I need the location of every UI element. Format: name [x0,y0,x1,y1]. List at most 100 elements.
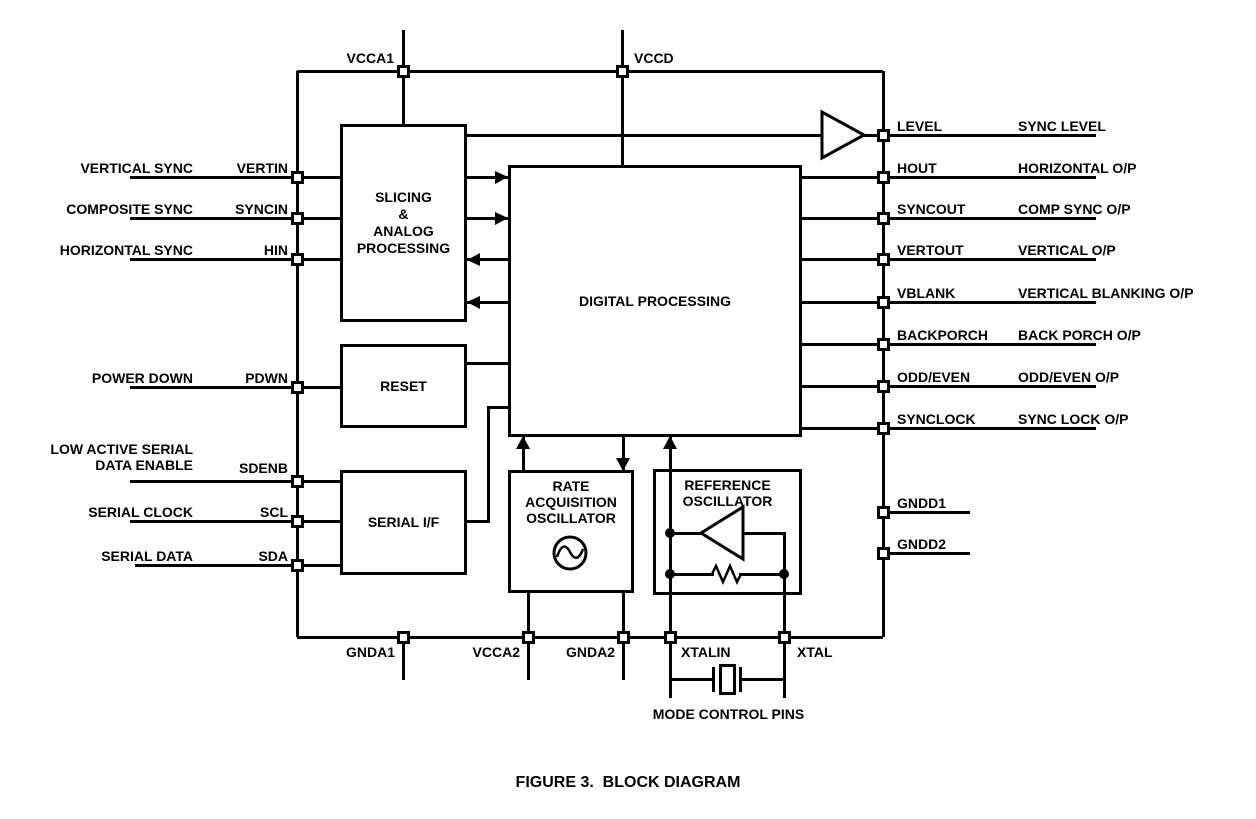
wire-pdwn [130,386,340,389]
pin-syncout [877,212,890,225]
block-label: DIGITAL PROCESSING [579,292,731,309]
wire-buffer-to-pin [858,134,883,137]
pin-label: VCCD [634,50,674,66]
wire-gndd2 [883,552,970,555]
crystal-plate-left [712,667,715,692]
pin-label: SYNCOUT [897,201,966,217]
pin-syncin [291,212,304,225]
wire-reset-out [467,362,508,365]
wire-hout [802,176,1096,179]
wire-backporch [802,343,1096,346]
block-label: RATE ACQUISITION OSCILLATOR [525,478,617,526]
bottom-rail [297,636,883,639]
pin-label: GNDD1 [897,495,947,511]
pin-vertin [291,171,304,184]
pin-hout [877,171,890,184]
pin-label: XTALIN [681,644,731,660]
wire-vccd-drop [621,71,624,167]
wire-amp-output [669,532,703,535]
pin-oddeven [877,380,890,393]
block-label: SERIAL I/F [367,514,440,530]
wire-level-out [883,134,1096,137]
signal-label: BACK PORCH O/P [1018,327,1141,343]
pin-gnda2 [617,631,630,644]
pin-gnda1 [397,631,410,644]
wire-synclock [802,427,1096,430]
wire-serial-out-a [467,520,490,523]
pin-label: SYNCIN [235,201,288,217]
block-serial-if: SERIAL I/F [340,470,467,575]
pin-label: SDENB [238,460,288,476]
pin-xtalin [664,631,677,644]
signal-label: SERIAL CLOCK [88,504,193,520]
pin-scl [291,515,304,528]
signal-label: SYNC LEVEL [1018,118,1106,134]
pin-sda [291,559,304,572]
pin-label: SDA [258,548,288,564]
pin-hin [291,253,304,266]
wire-refosc-xtal [783,532,786,698]
pin-label: VCCA1 [346,50,394,66]
signal-label: HORIZONTAL SYNC [59,242,193,258]
block-slicing-analog-processing: SLICING & ANALOG PROCESSING [340,124,467,322]
block-label: RESET [380,377,427,394]
pin-level [877,129,890,142]
wire-crystal-left-lead [669,678,714,681]
left-rail [296,71,299,637]
wire-slicing-to-digital-2 [467,217,508,220]
pin-xtal [778,631,791,644]
top-power-rail [297,70,883,73]
pin-label: LEVEL [897,118,943,134]
pin-backporch [877,338,890,351]
pin-label: VCCA2 [472,644,520,660]
pin-vcca2 [522,631,535,644]
figure-caption: FIGURE 3. BLOCK DIAGRAM [515,774,741,791]
wire-serial-out-c [488,406,508,409]
mode-control-pins-label: MODE CONTROL PINS [652,706,805,722]
wire-sdenb [130,480,340,483]
wire-amp-input [743,532,786,535]
wire-digital-to-slicing-1 [467,258,508,261]
pin-label: SCL [260,504,288,520]
pin-pdwn [291,381,304,394]
wire-gndd1 [883,511,970,514]
pin-vcca1 [397,65,410,78]
signal-label: ODD/EVEN O/P [1018,369,1120,385]
block-label: REFERENCE OSCILLATOR [682,477,773,509]
pin-vblank [877,296,890,309]
signal-label: VERTICAL SYNC [80,160,193,176]
pin-vccd [616,65,629,78]
wire-syncin [130,217,340,220]
signal-label: LOW ACTIVE SERIAL DATA ENABLE [50,441,193,473]
wire-digital-to-slicing-2 [467,301,508,304]
crystal-plate-right [739,667,742,692]
wire-slicing-to-digital-1 [467,176,508,179]
right-rail [882,71,885,637]
pin-label: VBLANK [897,285,956,301]
crystal-icon [719,664,736,695]
wire-resistor-left [669,573,714,576]
pin-label: ODD/EVEN [897,369,971,385]
wire-oddeven [802,385,1096,388]
wire-vblank [802,301,1096,304]
wire-sda [135,564,340,567]
junction-dot [665,528,675,538]
wire-rate-to-digital [522,437,525,471]
pin-label: PDWN [245,370,288,386]
signal-label: VERTICAL O/P [1018,242,1116,258]
block-digital-processing: DIGITAL PROCESSING [508,165,802,437]
wire-gnda1-stub [402,636,405,680]
wire-scl [130,520,340,523]
pin-label: XTAL [797,644,833,660]
block-rate-acquisition-oscillator: RATE ACQUISITION OSCILLATOR [508,470,634,593]
signal-label: SYNC LOCK O/P [1018,411,1129,427]
pin-label: SYNCLOCK [897,411,976,427]
wire-syncout [802,217,1096,220]
pin-label: GNDA2 [565,644,615,660]
signal-label: COMPOSITE SYNC [66,201,193,217]
pin-sdenb [291,475,304,488]
pin-gndd2 [877,547,890,560]
wire-vcca1-stub [402,30,405,73]
wire-resistor-right [739,573,785,576]
signal-label: HORIZONTAL O/P [1018,160,1137,176]
